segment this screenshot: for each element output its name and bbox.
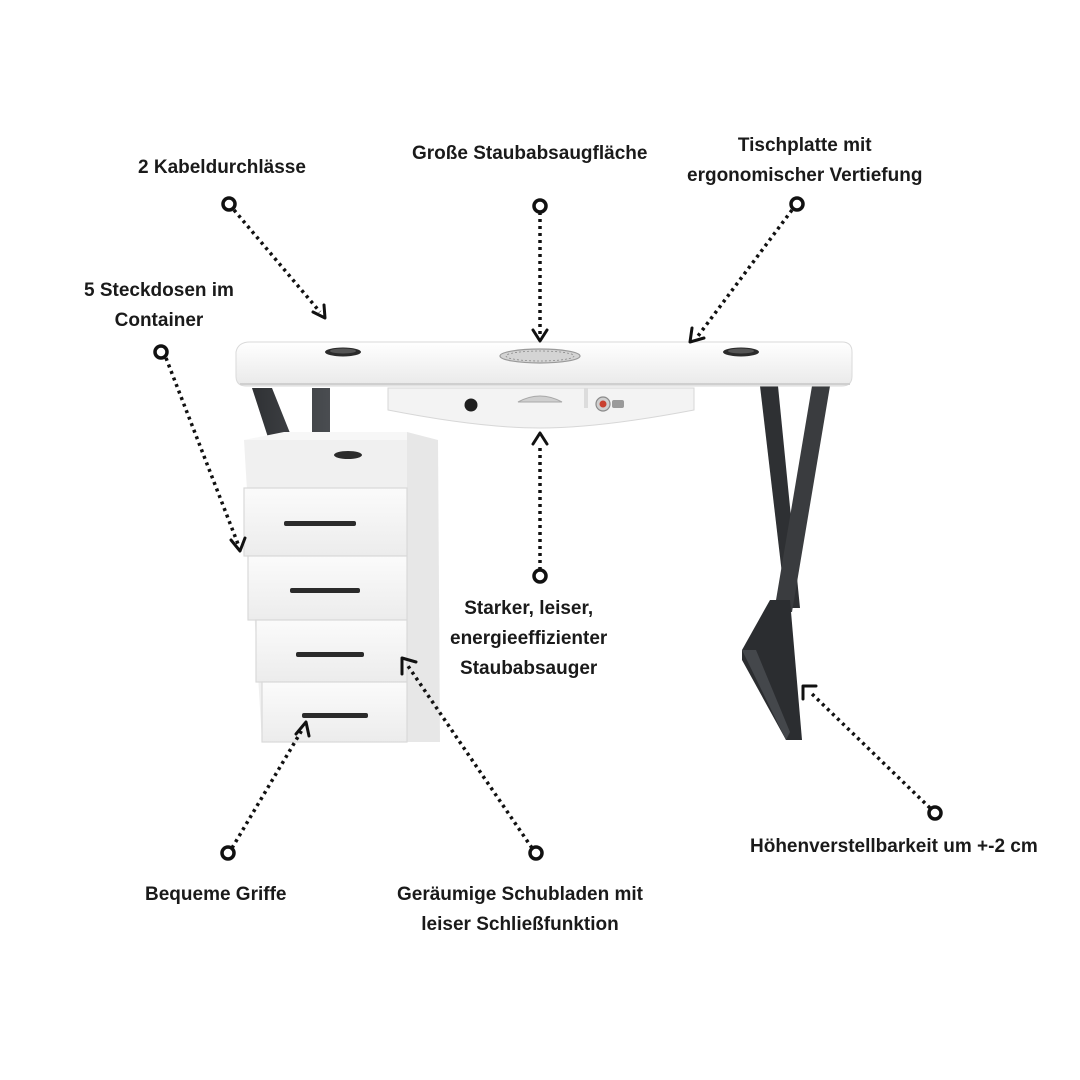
label-tabletop: Tischplatte mit ergonomischer Vertiefung <box>687 135 923 186</box>
right-legs <box>742 386 830 740</box>
dust-grille <box>499 348 581 364</box>
label-cable-ports: 2 Kabeldurchlässe <box>138 157 306 178</box>
extractor-module <box>387 387 695 429</box>
marker-circles <box>153 196 943 861</box>
drawer-container <box>243 432 440 743</box>
arrowheads <box>229 303 818 738</box>
cable-port-icons <box>325 347 759 357</box>
label-dust-area: Große Staubabsaugfläche <box>412 143 648 164</box>
leader-lines <box>164 208 932 849</box>
label-handles: Bequeme Griffe <box>145 884 287 905</box>
label-extractor: Starker, leiser, energieeffizienter Stau… <box>450 598 608 679</box>
drawer-handles <box>284 521 368 718</box>
label-sockets: 5 Steckdosen im Container <box>84 280 234 331</box>
tabletop <box>235 341 853 387</box>
label-height: Höhenverstellbarkeit um +-2 cm <box>750 836 1038 857</box>
label-drawers: Geräumige Schubladen mit leiser Schließf… <box>397 884 643 935</box>
